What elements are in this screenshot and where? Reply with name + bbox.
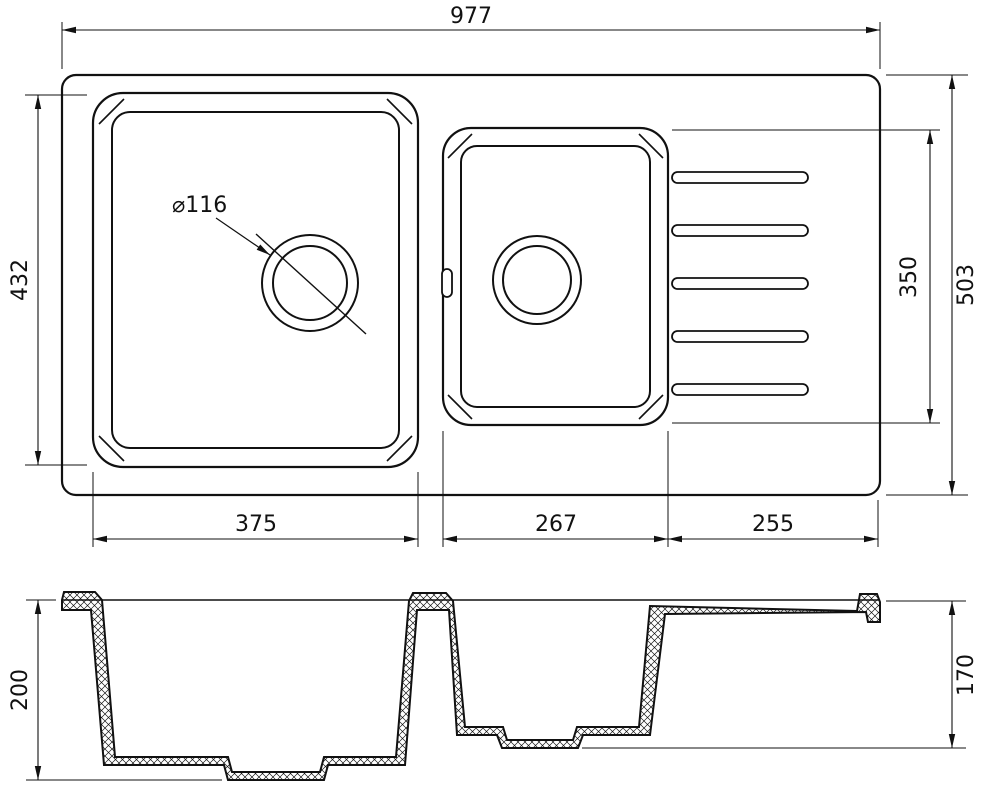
dim-overall-depth-label: 503	[954, 264, 979, 306]
dim-second-bowl-depth: 350	[672, 129, 940, 424]
section-view	[61, 591, 881, 781]
dim-overall-depth: 503	[886, 74, 979, 496]
overflow-slot	[441, 268, 453, 298]
drainboard-slots	[671, 171, 809, 396]
drainboard-slot	[671, 277, 809, 290]
dim-second-bowl-depth-label: 350	[897, 256, 922, 298]
drain-diameter-label: ⌀116	[172, 193, 227, 218]
main-drain-inner-circle	[272, 245, 348, 321]
drainboard-slot	[671, 171, 809, 184]
second-bowl-corner-chamfer	[638, 133, 664, 159]
dim-drainboard-end-height-label: 170	[954, 654, 979, 696]
second-bowl	[441, 126, 670, 427]
dim-main-bowl-height-label: 200	[8, 669, 33, 711]
drain-diameter-leader	[215, 217, 271, 256]
section-profile	[61, 591, 881, 781]
dim-drainboard-end-height: 170	[582, 600, 979, 749]
dim-drainboard-width: 255	[668, 500, 879, 547]
main-bowl-corner-chamfer	[386, 435, 413, 462]
dim-main-bowl-width-label: 375	[235, 512, 277, 537]
drainboard-slot	[671, 330, 809, 343]
second-bowl-inner-rim	[460, 145, 651, 408]
second-bowl-corner-chamfer	[447, 133, 473, 159]
dim-overall-width-label: 977	[450, 4, 492, 29]
second-bowl-outer-rim	[441, 126, 670, 427]
main-drain-outer-circle	[261, 234, 359, 332]
second-bowl-corner-chamfer	[638, 394, 664, 420]
sink-body-outline	[60, 73, 882, 497]
top-view-dimensions: 977 432 503 350 375	[8, 4, 979, 547]
dim-second-bowl-width-label: 267	[535, 512, 577, 537]
drain-diameter-line	[255, 233, 367, 335]
second-bowl-corner-chamfer	[447, 394, 473, 420]
drainboard-slot	[671, 383, 809, 396]
second-drain-inner-circle	[502, 245, 572, 315]
main-bowl-corner-chamfer	[98, 435, 125, 462]
drain-diameter-callout: ⌀116	[172, 193, 367, 335]
dim-main-bowl-height: 200	[8, 599, 222, 781]
second-drain-outer-circle	[492, 235, 582, 325]
main-bowl-inner-rim	[111, 111, 400, 449]
main-bowl-corner-chamfer	[98, 98, 125, 125]
dim-main-bowl-depth: 432	[8, 94, 87, 466]
main-bowl	[91, 91, 420, 469]
section-view-dimensions: 200 170	[8, 599, 979, 781]
drainboard-slot	[671, 224, 809, 237]
main-bowl-outer-rim	[91, 91, 420, 469]
main-bowl-corner-chamfer	[386, 98, 413, 125]
dim-main-bowl-width: 375	[92, 472, 419, 547]
dim-drainboard-width-label: 255	[752, 512, 794, 537]
top-view	[60, 73, 882, 497]
dim-second-bowl-width: 267	[442, 431, 669, 547]
dim-main-bowl-depth-label: 432	[8, 259, 33, 301]
dim-overall-width: 977	[61, 4, 881, 69]
